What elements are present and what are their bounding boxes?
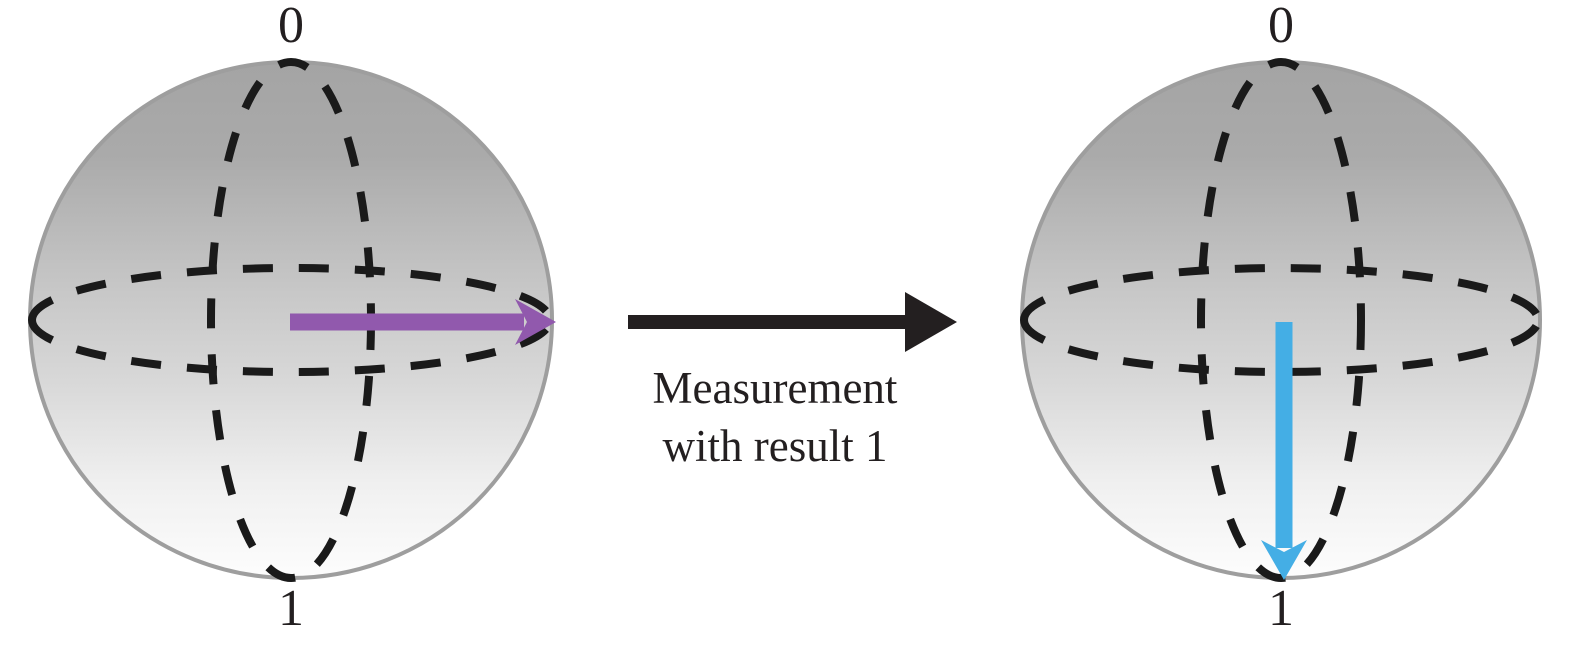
left-state-vector-arrow — [290, 299, 556, 345]
caption-line-2: with result 1 — [662, 420, 888, 471]
right-meridian-ellipse — [1197, 58, 1365, 582]
right-sphere-bottom-pole-label: 1 — [1268, 580, 1294, 637]
right-sphere-top-pole-label: 0 — [1268, 0, 1294, 54]
left-bloch-sphere-group — [28, 58, 556, 582]
left-sphere-bottom-pole-label: 1 — [278, 580, 304, 637]
measurement-caption: Measurement with result 1 — [600, 360, 950, 475]
right-bloch-sphere-group — [1020, 58, 1542, 582]
caption-line-1: Measurement — [652, 363, 898, 413]
measurement-transition-arrow — [628, 292, 957, 352]
right-state-vector-arrow — [1261, 322, 1307, 580]
left-sphere-top-pole-label: 0 — [278, 0, 304, 54]
